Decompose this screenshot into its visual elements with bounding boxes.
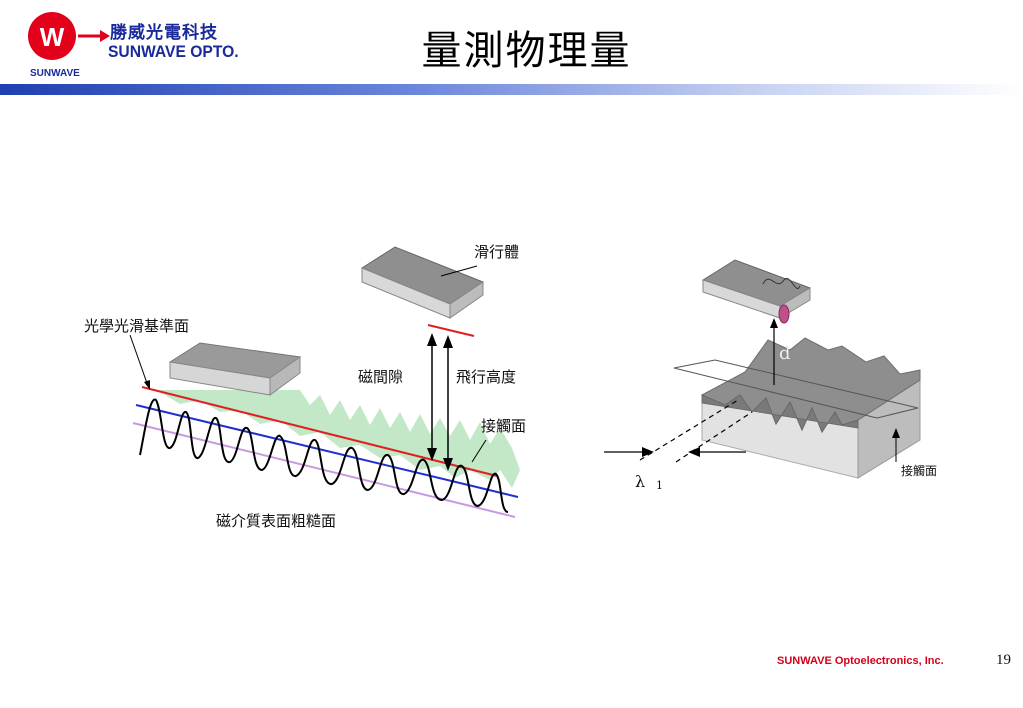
base-surface-line	[132, 422, 516, 518]
flying-height-label: 飛行高度	[456, 368, 517, 386]
probe-head	[778, 304, 790, 324]
lambda-dashed-line-2	[675, 411, 753, 463]
sunwave-logo-icon: W	[28, 12, 110, 60]
lambda-subscript: 1	[656, 479, 663, 492]
slider-label: 滑行體	[474, 243, 520, 261]
brand-chinese-name: 勝威光電科技	[110, 23, 218, 43]
right-contact-surface-label: 接觸面	[901, 464, 938, 478]
surface-roughness-profile	[139, 398, 509, 513]
probe-slider	[701, 259, 812, 324]
reference-surface-label: 光學光滑基準面	[84, 317, 190, 335]
brand-english-name: SUNWAVE OPTO.	[108, 42, 239, 61]
measurement-plane	[673, 359, 919, 419]
sample-block	[700, 337, 921, 479]
page-number: 19	[996, 652, 1011, 668]
roughness-surface-label: 磁介質表面粗糙面	[216, 512, 337, 530]
flying-slider-block	[360, 246, 485, 319]
lambda-dashed-line-1	[639, 399, 739, 461]
header-gradient-bar	[0, 84, 1023, 95]
company-logo: W SUNWAVE	[22, 10, 252, 80]
logo-small-text: SUNWAVE	[30, 68, 80, 79]
logo-mark: W	[40, 22, 65, 52]
reference-plane-line	[141, 386, 498, 477]
magnetic-gap-arrow	[427, 333, 437, 461]
slider-bottom-line	[427, 324, 475, 337]
magnetic-gap-label: 磁間隙	[358, 368, 404, 386]
lambda-label: λ	[635, 472, 646, 491]
reference-slider-block	[168, 342, 302, 396]
footer-company-name: SUNWAVE Optoelectronics, Inc.	[777, 655, 944, 667]
slide-title: 量測物理量	[421, 28, 632, 74]
mean-line	[135, 404, 519, 498]
flying-height-arrow	[443, 335, 453, 471]
contact-surface-label: 接觸面	[481, 417, 527, 435]
d-label: d	[779, 343, 791, 364]
